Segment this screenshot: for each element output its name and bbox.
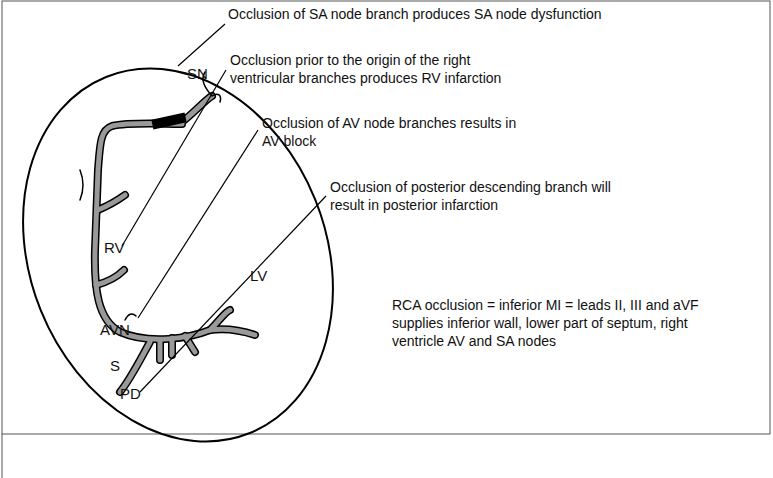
- part-label: LV: [250, 268, 267, 284]
- part-label: S: [110, 358, 120, 374]
- callout-note: Occlusion of SA node branch produces SA …: [228, 5, 698, 23]
- callout-note: Occlusion of posterior descending branch…: [330, 178, 630, 214]
- coronary-artery: [80, 72, 255, 392]
- part-label: AVN: [100, 322, 130, 338]
- part-label: PD: [120, 386, 141, 402]
- occlusion-band: [151, 113, 186, 130]
- summary-note: RCA occlusion = inferior MI = leads II, …: [392, 296, 712, 350]
- frame-line: [2, 434, 3, 478]
- heart-outline: [0, 22, 387, 478]
- part-label: SN: [187, 66, 208, 82]
- callout-note: Occlusion of AV node branches results in…: [262, 114, 532, 150]
- callout-note: Occlusion prior to the origin of the rig…: [230, 51, 530, 87]
- part-label: RV: [104, 240, 125, 256]
- frame: [2, 1, 770, 434]
